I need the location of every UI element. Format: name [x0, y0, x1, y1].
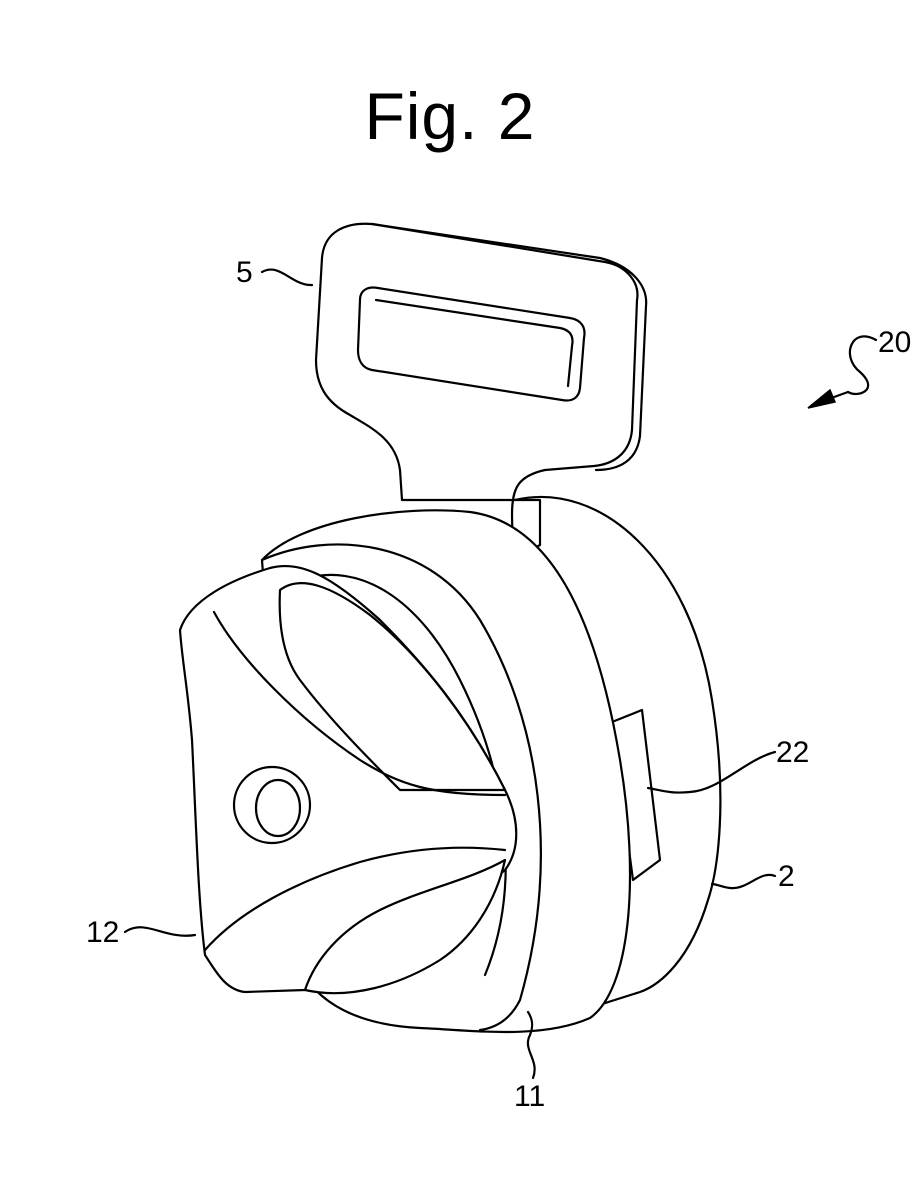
leader-20: [846, 335, 878, 396]
leader-22: [646, 750, 777, 794]
figure-title: Fig. 2: [364, 79, 536, 153]
ring-inner-edge: [298, 573, 507, 977]
cap-lower-lobe: [303, 858, 507, 995]
tongue-slot-inner: [374, 298, 574, 388]
cap-hole-inner: [254, 778, 302, 838]
label-5: 5: [236, 256, 253, 289]
leader-12: [123, 926, 197, 937]
label-11: 11: [514, 1080, 546, 1113]
label-20: 20: [878, 326, 911, 359]
cap-ridge-lower: [203, 846, 507, 952]
leader-11: [526, 1010, 536, 1080]
tongue-slot: [356, 286, 586, 402]
arrow-20-head: [807, 388, 837, 409]
cap-upper-lobe: [278, 582, 507, 792]
leader-2: [710, 873, 777, 890]
ring-face-edge: [260, 543, 542, 1032]
label-22: 22: [776, 736, 810, 769]
leader-5: [260, 268, 314, 287]
label-12: 12: [86, 916, 120, 949]
cap-ridge: [212, 610, 507, 797]
tongue-plate-edge: [370, 222, 648, 472]
label-2: 2: [778, 860, 795, 893]
